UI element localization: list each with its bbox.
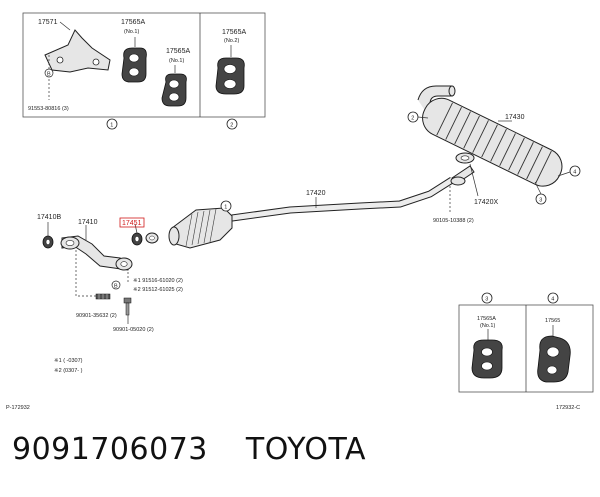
front-exhaust-assembly: 1 17451 17410 17410B B ※1 91516-6 (37, 200, 233, 333)
callout-circle-1-label: 1 (110, 123, 113, 129)
callout-circle-4-muffler-label: 4 (573, 170, 576, 176)
label-17565a-inset3-sub: (No.1) (480, 323, 495, 329)
callout-circle-2-muffler-label: 2 (411, 116, 414, 122)
callout-circle-4 (547, 292, 559, 304)
part-number: 9091706073 (12, 432, 208, 467)
callout-circle-3-muffler-label: 3 (539, 198, 542, 204)
hanger-17565a-no1-b (161, 73, 187, 107)
label-17420x: 17420X (474, 199, 498, 206)
marker-b (44, 68, 54, 78)
callout-circle-4-label: 4 (551, 297, 554, 303)
footnote-2: ※2 (0307- ) (54, 367, 83, 374)
corner-code-left: P-172932 (6, 405, 30, 411)
callout-circle-4-muffler (569, 165, 581, 177)
footnotes: ※1 ( -0307) ※2 (0307- ) (54, 357, 83, 374)
muffler-assembly: 17430 2 4 3 17420X (407, 85, 581, 206)
label-17410: 17410 (78, 219, 98, 226)
label-bolt-91553: 91553-80816 (3) (28, 106, 69, 112)
callout-circle-2 (226, 118, 238, 130)
callout-circle-1 (106, 118, 118, 130)
label-17565a-no2-sub: (No.2) (224, 38, 239, 44)
callout-circle-1-cat-label: 1 (224, 205, 227, 211)
label-17565a-no1-b: 17565A (166, 48, 190, 55)
label-17451: 17451 (122, 220, 142, 227)
callout-circle-2-label: 2 (230, 123, 233, 129)
label-17565-inset4: 17565 (545, 318, 560, 324)
label-17565a-no1-sub: (No.1) (124, 29, 139, 35)
marker-b-front (111, 280, 121, 290)
part-caption: 9091706073 TOYOTA (12, 432, 366, 467)
center-pipe-17420: 17420 90105-10388 (2) (231, 176, 474, 224)
front-pipe-17410 (60, 235, 133, 271)
label-17565a-no1-b-sub: (No.1) (169, 58, 184, 64)
bracket-17571 (44, 29, 111, 73)
stud-90901-35632 (95, 293, 111, 300)
footnote-1: ※1 ( -0307) (54, 357, 83, 364)
label-bolt-90105: 90105-10388 (2) (433, 218, 474, 224)
label-17430: 17430 (505, 114, 525, 121)
label-17420: 17420 (306, 190, 326, 197)
callout-circle-3-label: 3 (485, 297, 488, 303)
corner-code-right: 172932-C (556, 405, 580, 411)
label-bolt-90901-05020: 90901-05020 (2) (113, 327, 154, 333)
muffler-body (422, 97, 563, 187)
label-17565a-inset3: 17565A (477, 316, 496, 322)
callout-circle-1-cat (220, 200, 232, 212)
highlight-box-17451 (119, 217, 145, 228)
catalytic-converter (168, 207, 233, 249)
inset-frame (22, 12, 266, 118)
inset-muffler-hangers: 3 4 17565A (No.1) 17565 (458, 292, 594, 393)
label-17565a-no2: 17565A (222, 29, 246, 36)
label-17571: 17571 (38, 19, 58, 26)
inset-hanger-group: 17571 B 91553-80816 (3) 17565A (No.1) 17… (22, 12, 266, 130)
label-17410b: 17410B (37, 214, 61, 221)
marker-b-label: B (47, 72, 51, 78)
hanger-17565a-inset3 (471, 339, 503, 379)
callout-circle-3 (481, 292, 493, 304)
bolt-90901-05020 (123, 297, 132, 316)
note-91516: ※1 91516-61020 (2) (133, 277, 183, 284)
label-stud-90901-35632: 90901-35632 (2) (76, 313, 117, 319)
note-91512: ※2 91512-61025 (2) (133, 286, 183, 293)
marker-b-front-label: B (114, 284, 118, 290)
brand-name: TOYOTA (245, 432, 367, 467)
hanger-17565a-no1 (121, 47, 147, 83)
hanger-17565-inset4 (537, 335, 571, 383)
hanger-17565a-no2 (215, 57, 245, 95)
label-17565a-no1: 17565A (121, 19, 145, 26)
